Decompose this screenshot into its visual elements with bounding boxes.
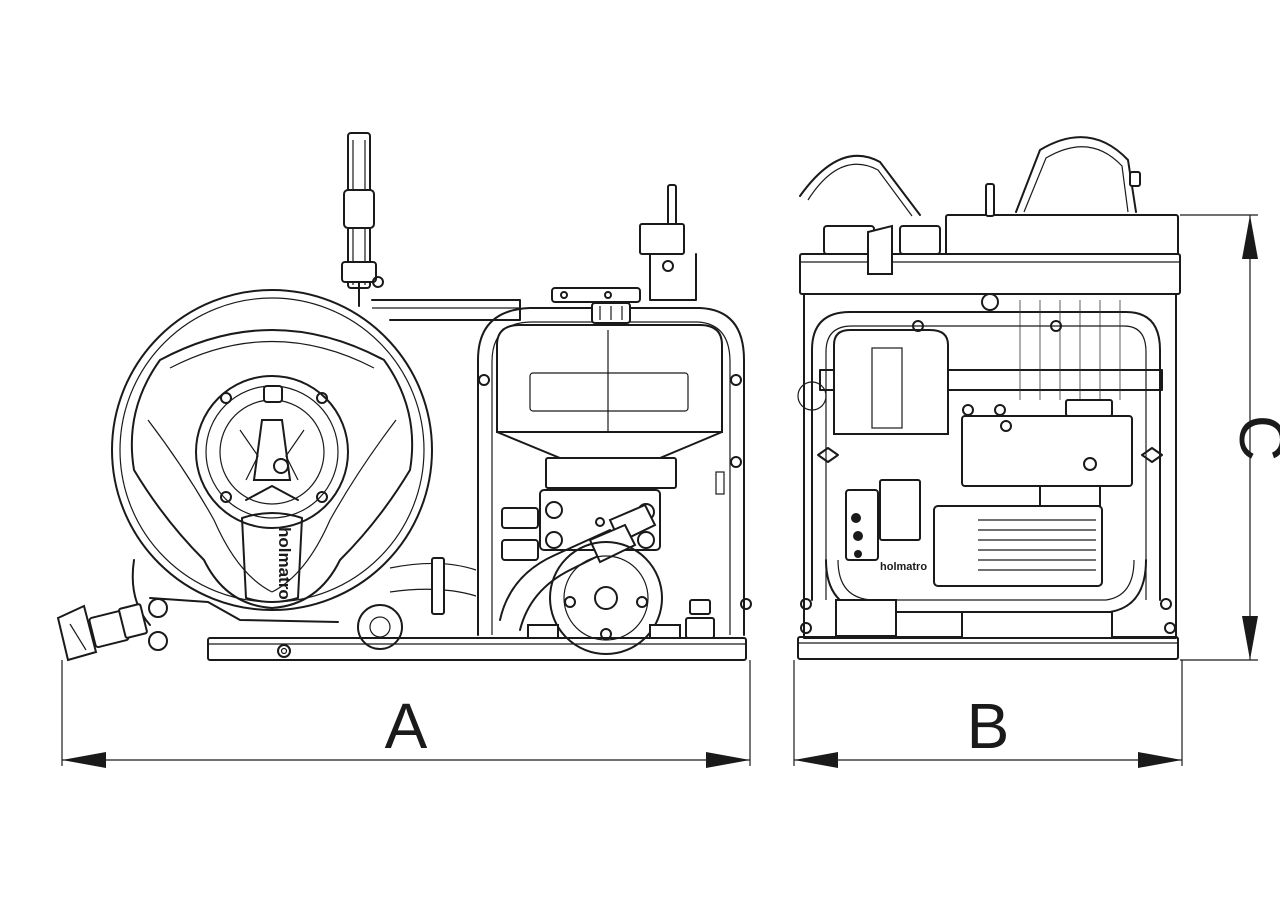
reel-support (131, 557, 477, 651)
dimension-c-label: C (1226, 415, 1280, 461)
quick-coupler (56, 603, 148, 662)
base-skid (207, 637, 747, 661)
dimension-b: B (793, 660, 1183, 768)
dimension-a: A (61, 660, 751, 768)
lifting-straps (799, 136, 1141, 217)
front-motor: holmatro (880, 485, 1113, 639)
front-fuel-tank (833, 329, 949, 435)
front-pump (835, 479, 921, 637)
pump-motor (527, 471, 725, 655)
front-view: holmatro (797, 136, 1181, 660)
fuel-tank (496, 302, 723, 489)
upper-frame-rail (371, 299, 521, 321)
hydraulic-pump-block (499, 489, 661, 631)
throttle-post (551, 184, 697, 303)
carry-handle (341, 132, 384, 307)
front-base (797, 598, 1179, 660)
side-view: holmatro (56, 132, 752, 662)
front-top-plate (799, 183, 1181, 295)
dimension-b-label: B (967, 690, 1010, 762)
motor-brand-label: holmatro (880, 561, 927, 573)
front-hose-reel (912, 293, 1121, 400)
dimension-c: C (1180, 214, 1280, 661)
dimension-a-label: A (385, 690, 428, 762)
front-control-block (961, 399, 1133, 487)
hose-reel: holmatro (111, 289, 433, 611)
reel-brand-label: holmatro (275, 527, 294, 600)
